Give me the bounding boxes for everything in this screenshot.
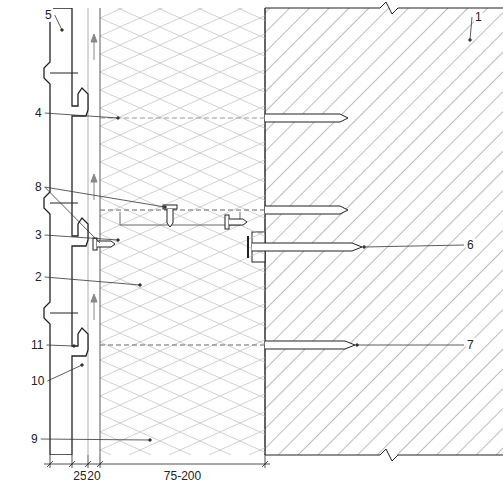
leader-line [46,345,74,346]
cladding-panel [44,8,88,455]
callout-number: 5 [44,8,53,22]
panel-joint [50,203,78,204]
leader-line [55,15,62,30]
leader-dot [356,344,359,347]
leader-dot [117,239,120,242]
leader-dot [117,117,120,120]
insulation [88,8,265,455]
callout-number: 8 [34,180,43,194]
leader-line [45,277,140,285]
dimension-text: 20 [86,469,101,483]
dimensions [44,455,270,468]
panel-profile [44,8,88,455]
leader-line [357,345,464,346]
leader-line [45,113,118,118]
leader-dot [469,39,472,42]
leader-line [45,235,118,240]
leader-line [47,365,82,381]
panel-joint [50,313,78,314]
callout-number: 4 [34,106,43,120]
leader-line [45,187,100,243]
callout-number: 6 [466,238,475,252]
callout-number: 7 [466,338,475,352]
leader-dot [81,364,84,367]
callout-number: 10 [30,374,45,388]
leader-line [41,439,150,440]
callout-number: 11 [30,338,44,352]
callout-number: 2 [34,270,43,284]
leader-dot [61,29,64,32]
leader-dot [164,206,167,209]
bracket-screws [93,205,247,250]
callout-number: 1 [474,10,483,24]
leader-dot [363,246,366,249]
leader-line [45,187,165,207]
air-gap-arrows [91,34,97,320]
leader-line [364,245,464,247]
anchors [100,114,362,349]
leader-dot [139,284,142,287]
leader-dot [149,439,152,442]
dimension-text: 75-200 [163,469,202,483]
concrete-wall [252,2,503,461]
leader-line [470,17,472,40]
callout-number: 9 [30,432,39,446]
callout-number: 3 [34,228,43,242]
leader-dot [73,345,76,348]
leader-lines [41,15,472,441]
panel-joint [50,73,78,74]
